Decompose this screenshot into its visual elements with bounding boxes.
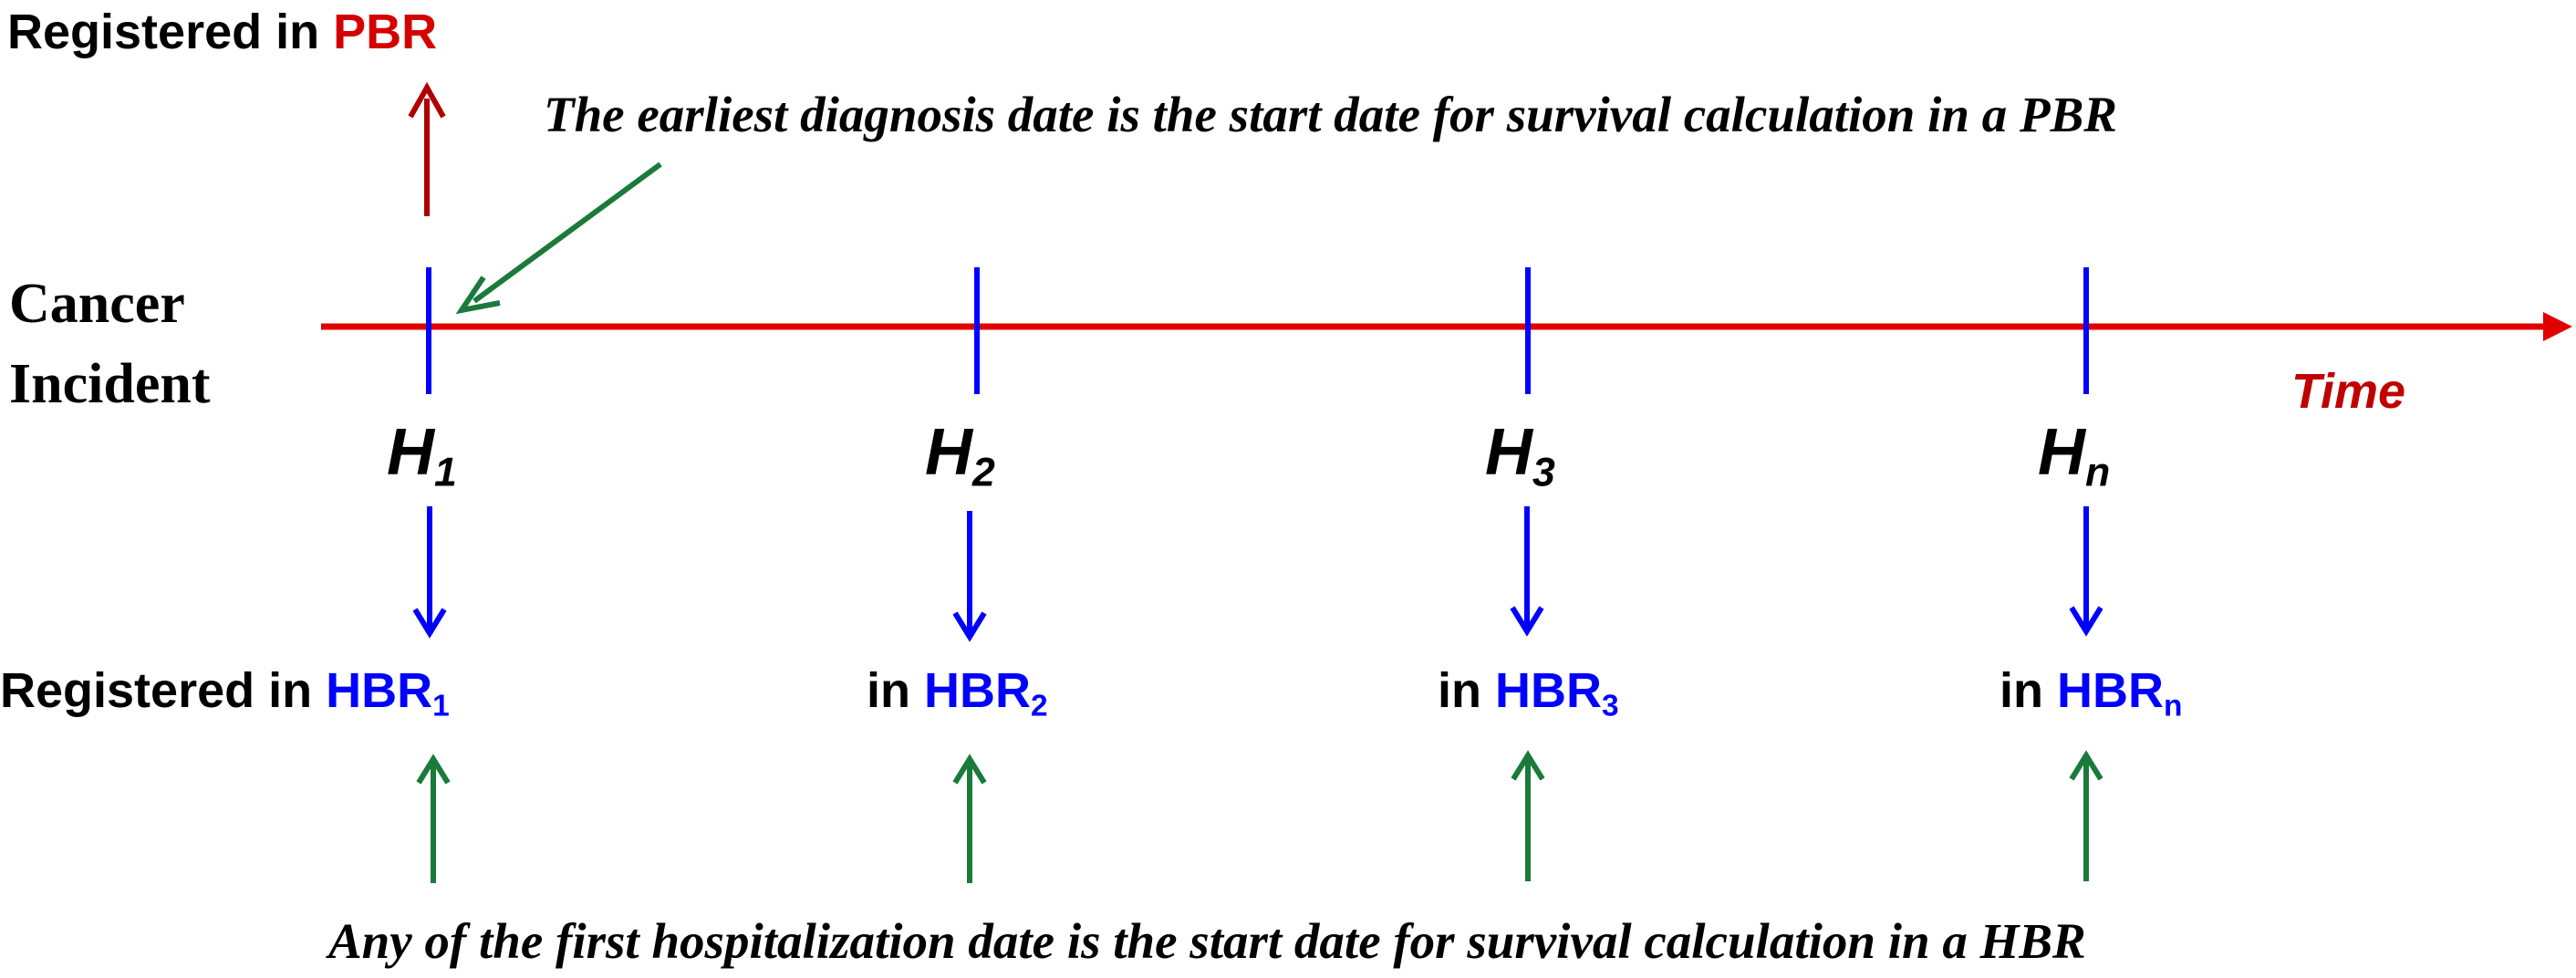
hospital-label-n: Hn (2038, 416, 2111, 495)
hbr-start-date-note: Any of the first hospitalization date is… (328, 913, 2086, 969)
pbr-note-arrow (455, 161, 662, 315)
pbr-prefix: Registered in (7, 5, 334, 59)
cancer-incident-label-line1: Cancer (9, 273, 185, 335)
timeline-arrowhead (2543, 312, 2572, 341)
pbr-start-date-note: The earliest diagnosis date is the start… (544, 87, 2117, 142)
hospital-label-2: H2 (925, 416, 995, 495)
time-axis-label: Time (2291, 364, 2406, 419)
up-arrow-hbr2 (952, 754, 987, 883)
hbr-registration-label-3: in HBR3 (1438, 663, 1619, 723)
pbr-arrow (408, 81, 446, 216)
down-arrow-h2 (952, 511, 987, 642)
pbr-registration-label: Registered in PBR (7, 7, 437, 57)
up-arrow-hbr1 (416, 754, 451, 883)
pbr-name: PBR (333, 5, 438, 59)
down-arrow-h3 (1510, 506, 1544, 637)
hbr-registration-label-n: in HBRn (2000, 663, 2183, 723)
down-arrow-hn (2069, 506, 2103, 637)
hospital-label-3: H3 (1485, 416, 1555, 495)
up-arrow-hbrn (2069, 750, 2103, 881)
cancer-incident-label-line2: Incident (9, 353, 211, 415)
hbr-registration-label-1: Registered in HBR1 (0, 663, 450, 723)
up-arrow-hbr3 (1511, 750, 1545, 881)
hospital-label-1: H1 (387, 416, 457, 495)
down-arrow-h1 (412, 506, 447, 639)
hbr-registration-label-2: in HBR2 (867, 663, 1048, 723)
